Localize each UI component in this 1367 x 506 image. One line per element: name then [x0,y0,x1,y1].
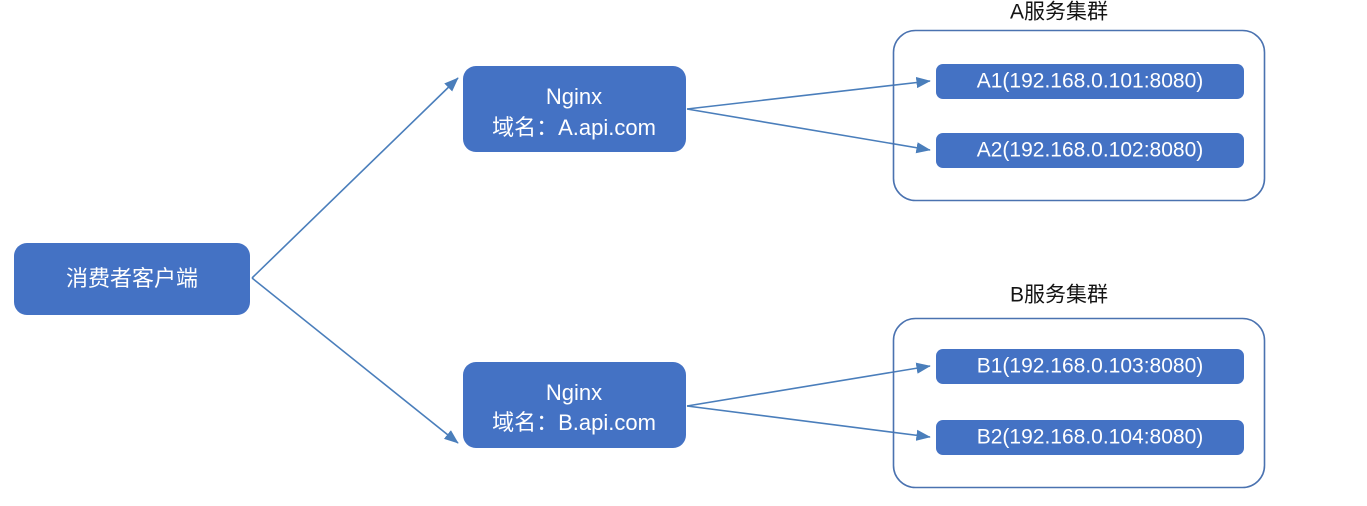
client-node[interactable]: 消费者客户端 [14,243,250,315]
edge-nginx-b-to-b2 [686,405,931,441]
client-node-label: 消费者客户端 [66,266,198,291]
node-a2[interactable]: A2(192.168.0.102:8080) [936,133,1244,168]
edge-client-to-nginx-b [251,277,459,444]
edge-nginx-a-to-a1 [686,76,931,110]
node-b1[interactable]: B1(192.168.0.103:8080) [936,349,1244,384]
edge-client-to-nginx-a [251,77,459,279]
edge-group-client [251,77,459,444]
cluster-b-title: B服务集群 [1010,284,1108,307]
nginx-b-node[interactable]: Nginx 域名：B.api.com [463,362,686,448]
node-a1-box[interactable] [936,64,1244,99]
node-b2[interactable]: B2(192.168.0.104:8080) [936,420,1244,455]
edge-nginx-a-to-a2 [686,108,931,154]
edge-group-nginx-b [686,362,931,441]
node-b2-box[interactable] [936,420,1244,455]
cluster-b-boundary [892,317,1266,489]
node-a2-label: A2(192.168.0.102:8080) [977,139,1204,162]
node-b2-label: B2(192.168.0.104:8080) [977,426,1204,449]
nginx-b-box[interactable] [463,362,686,448]
edge-group-nginx-a [686,76,931,154]
node-b1-label: B1(192.168.0.103:8080) [977,355,1204,378]
edge-nginx-b-to-b1 [686,362,931,407]
node-a1[interactable]: A1(192.168.0.101:8080) [936,64,1244,99]
cluster-a-boundary [892,29,1266,202]
nginx-b-label-line2: 域名：B.api.com [492,410,656,435]
nginx-a-box[interactable] [463,66,686,152]
cluster-a-title: A服务集群 [1010,1,1108,24]
nginx-b-label-line1: Nginx [546,380,602,405]
nginx-a-label-line2: 域名：A.api.com [492,115,656,140]
nginx-a-label-line1: Nginx [546,84,602,109]
client-node-box[interactable] [14,243,250,315]
node-b1-box[interactable] [936,349,1244,384]
cluster-a-container: A服务集群 [892,1,1266,202]
nginx-a-node[interactable]: Nginx 域名：A.api.com [463,66,686,152]
node-a2-box[interactable] [936,133,1244,168]
cluster-b-container: B服务集群 [892,284,1266,489]
node-a1-label: A1(192.168.0.101:8080) [977,70,1204,93]
